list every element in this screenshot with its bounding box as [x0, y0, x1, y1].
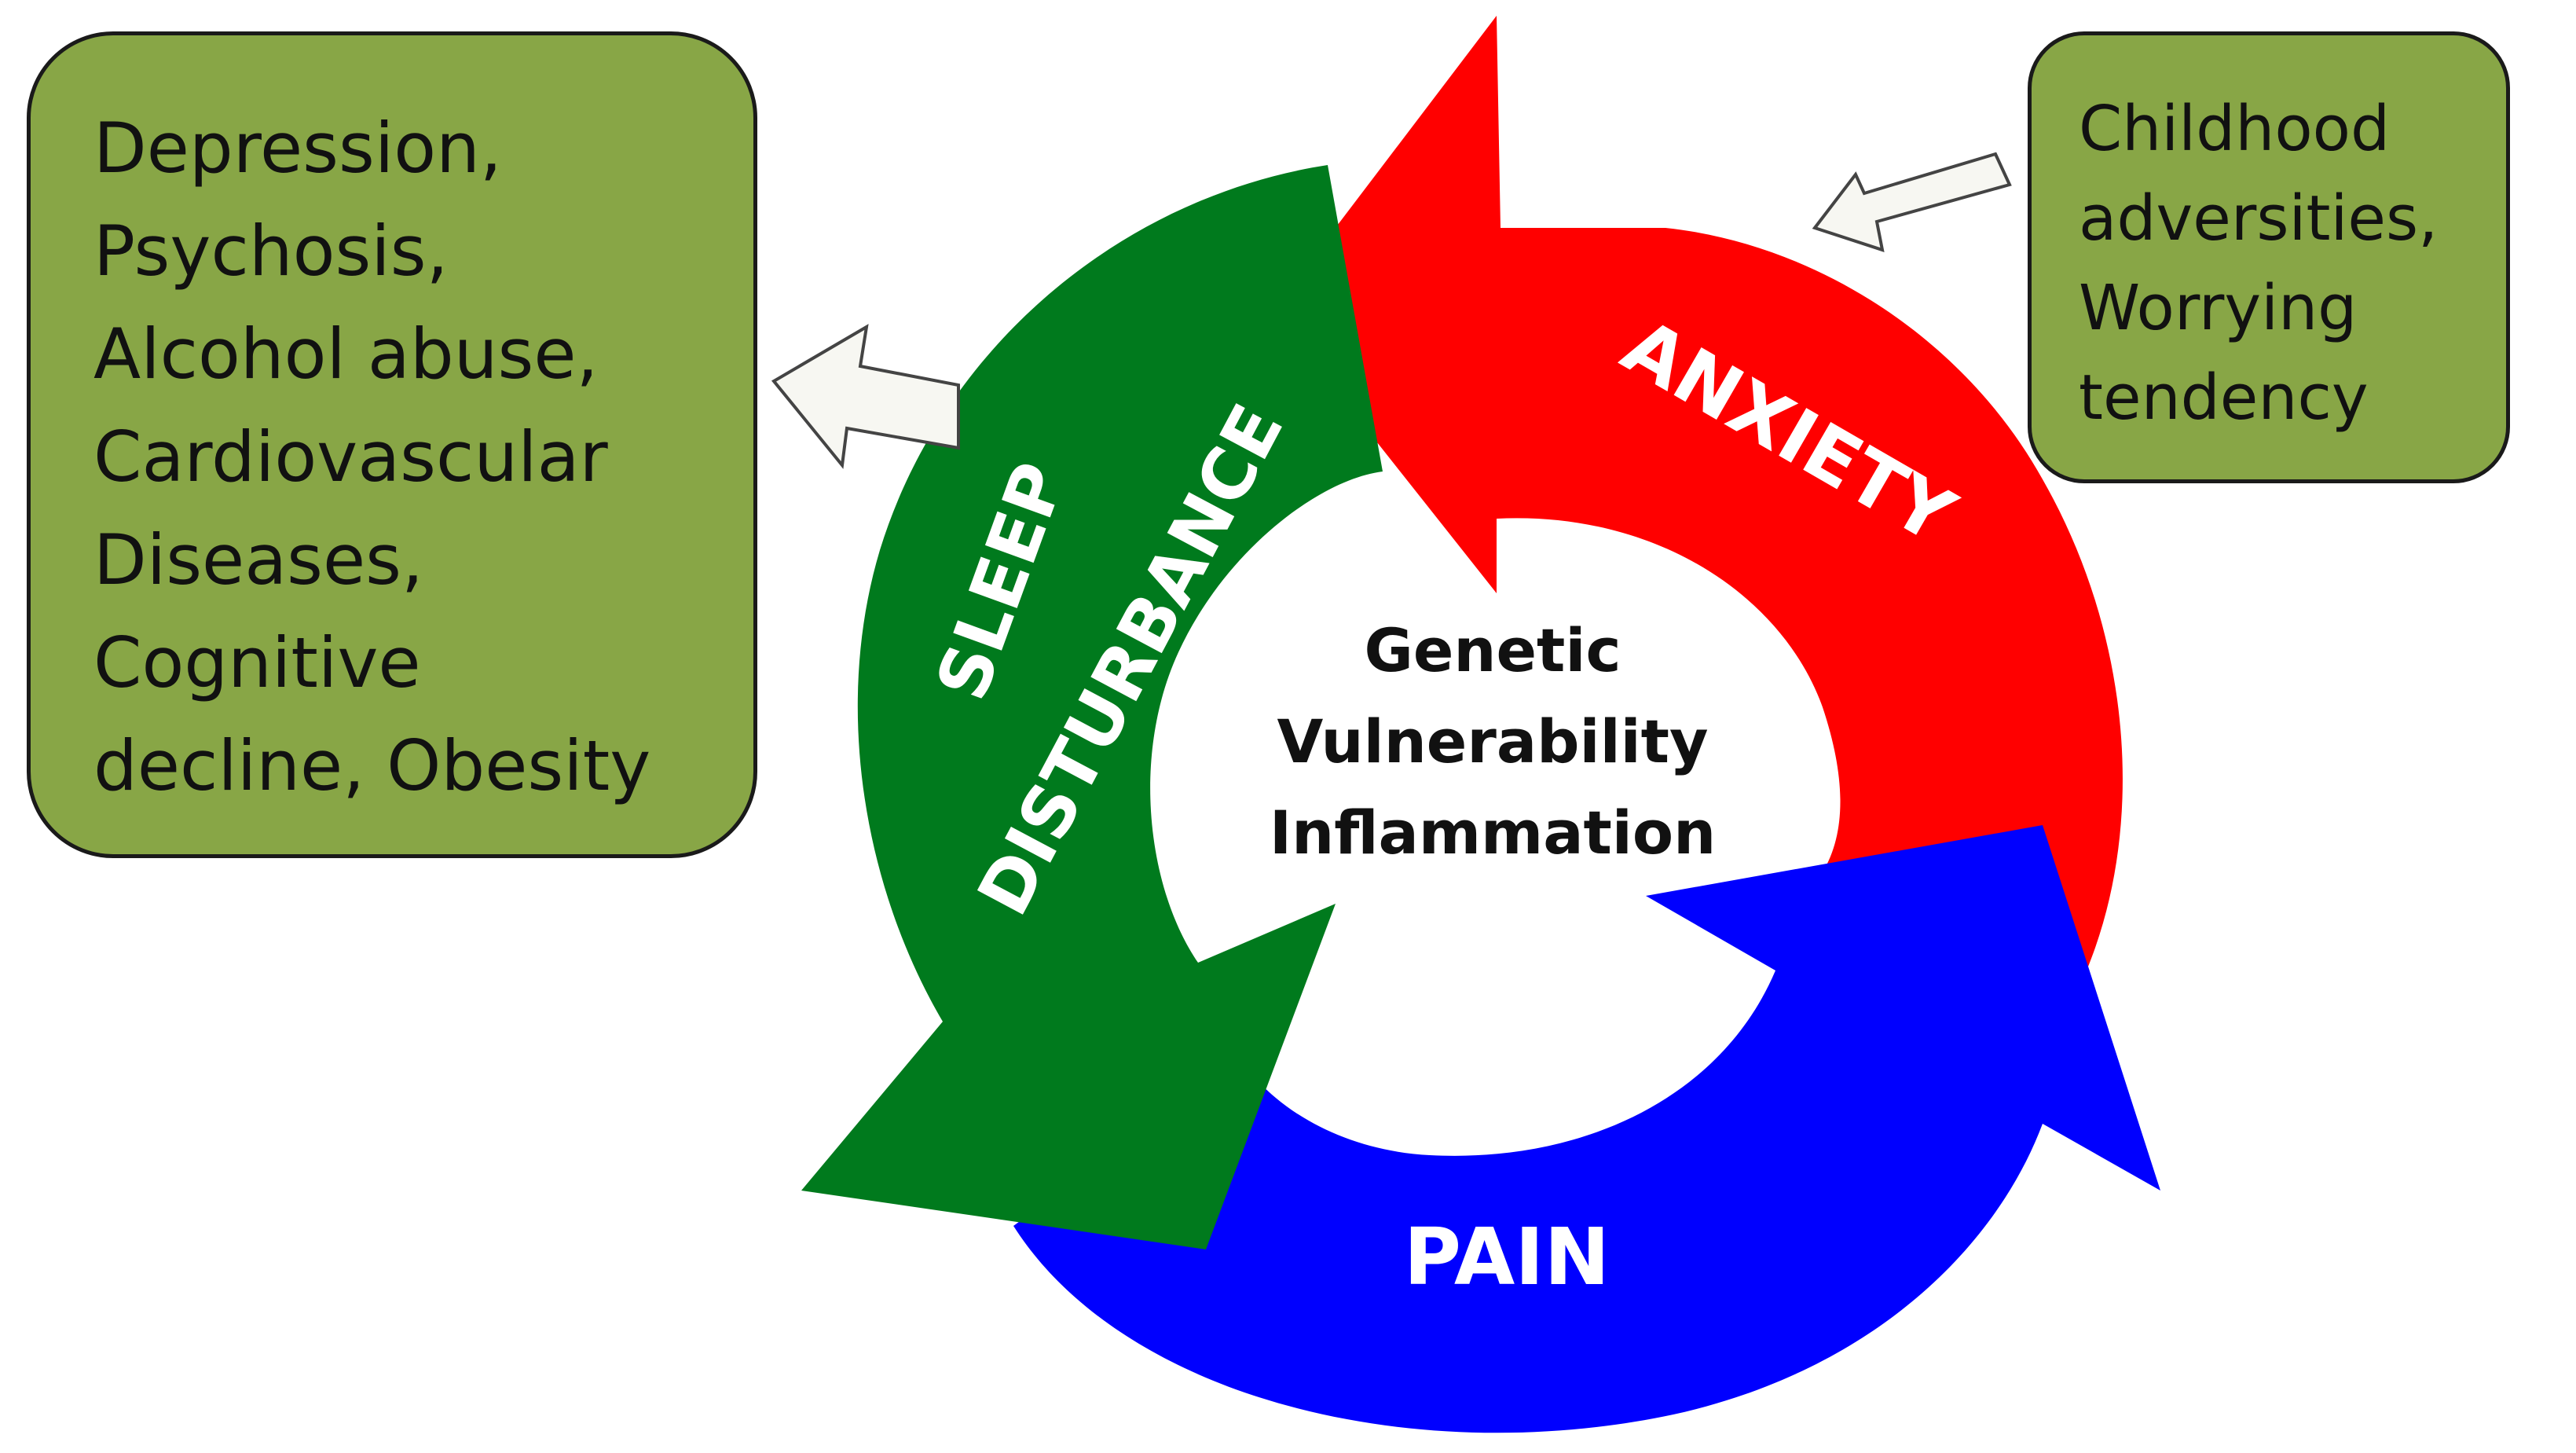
- anxiety-arc: [1273, 16, 2123, 998]
- pain-arc: [1013, 825, 2160, 1433]
- risk-pointer-arrow: [1812, 152, 2012, 252]
- risk-factors-box: Childhood adversities, Worrying tendency: [2028, 31, 2510, 483]
- consequence-line: Depression,: [93, 108, 502, 189]
- anxiety-arrow: [1273, 16, 2123, 998]
- center-line: Genetic: [1364, 615, 1621, 685]
- consequence-line: decline, Obesity: [93, 725, 651, 806]
- outcome-pointer-arrow: [771, 324, 960, 469]
- consequence-line: Cardiovascular: [93, 416, 608, 497]
- pain-label: PAIN: [1404, 1211, 1610, 1303]
- consequences-box: Depression, Psychosis, Alcohol abuse, Ca…: [27, 31, 757, 858]
- consequence-line: Alcohol abuse,: [93, 314, 599, 394]
- center-line: Inflammation: [1269, 798, 1717, 868]
- risk-factor-line: tendency: [2079, 361, 2369, 434]
- consequence-line: Diseases,: [93, 519, 423, 600]
- pain-arrow: [1013, 825, 2160, 1433]
- consequence-line: Cognitive: [93, 622, 421, 703]
- risk-factor-line: adversities,: [2079, 182, 2439, 255]
- center-factors: Genetic Vulnerability Inflammation: [1194, 605, 1791, 879]
- consequence-line: Psychosis,: [93, 211, 449, 292]
- risk-factor-line: Worrying: [2079, 272, 2358, 344]
- center-line: Vulnerability: [1277, 706, 1709, 776]
- risk-factor-line: Childhood: [2079, 93, 2391, 165]
